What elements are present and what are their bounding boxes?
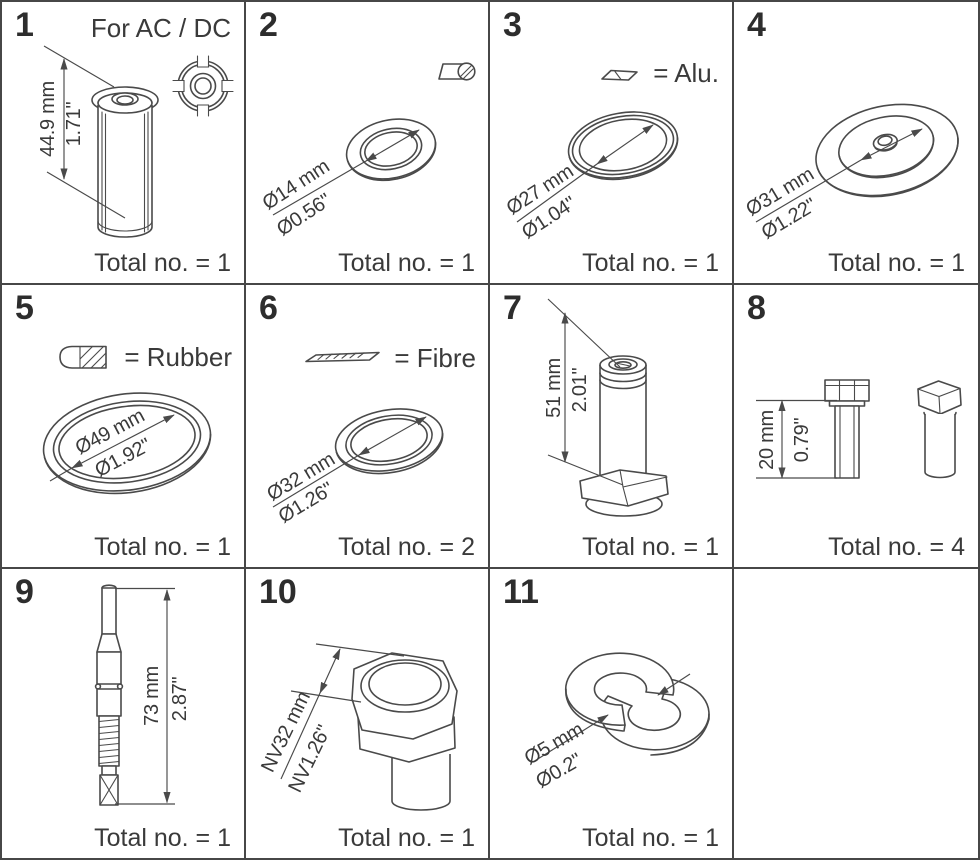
dimension-lines bbox=[115, 587, 175, 805]
dimension-lines bbox=[547, 299, 624, 486]
panel-7: 7 51 mm 2.01" Total no. = 1 bbox=[490, 285, 734, 569]
panel-number: 2 bbox=[259, 6, 278, 44]
dimension-lines bbox=[272, 129, 420, 216]
panel-number: 8 bbox=[747, 289, 766, 328]
total-count: Total no. = 1 bbox=[582, 532, 719, 561]
bolt-isometric-view bbox=[917, 380, 962, 479]
dimension-lines bbox=[756, 400, 837, 480]
panel-8: 8 20 mm 0.79" Total no. = 4 bbox=[734, 285, 978, 569]
total-count: Total no. = 1 bbox=[828, 249, 965, 278]
aluminium-gasket-section-icon bbox=[601, 69, 638, 81]
panel-9: 9 73 mm 2.87" Total no. = 1 bbox=[2, 568, 246, 858]
fibre-gasket-part bbox=[334, 408, 444, 475]
dimension-lines bbox=[272, 416, 427, 508]
split-washer-drawing bbox=[532, 652, 710, 763]
o-ring-drawing bbox=[42, 346, 212, 495]
total-count: Total no. = 1 bbox=[94, 249, 231, 278]
dimension-label-inch: 1.71" bbox=[63, 101, 85, 147]
total-count: Total no. = 1 bbox=[94, 532, 231, 561]
panel-2: 2 Ø14 mm Ø0.56" Total no. = 1 bbox=[246, 2, 490, 286]
panel-number: 5 bbox=[15, 289, 34, 328]
dimension-lines bbox=[49, 414, 175, 482]
dimension-label-inch: 2.87" bbox=[169, 676, 191, 722]
dimension-label-inch: 0.79" bbox=[791, 418, 813, 463]
dimension-label-mm: 73 mm bbox=[141, 666, 163, 726]
bolts-drawing bbox=[756, 379, 962, 480]
total-count: Total no. = 1 bbox=[338, 824, 475, 852]
split-washer-part bbox=[564, 652, 710, 756]
total-count: Total no. = 4 bbox=[828, 532, 965, 561]
dimension-lines bbox=[516, 124, 654, 223]
panel-1: 1 For AC / DC 44.9 mm 1.71" Total no. = … bbox=[2, 2, 246, 286]
stud-part bbox=[579, 355, 669, 518]
total-count: Total no. = 2 bbox=[338, 532, 475, 561]
dimension-label-mm: 20 mm bbox=[756, 410, 778, 471]
fibre-gasket-section-icon bbox=[305, 352, 380, 363]
dimension-lines bbox=[755, 128, 923, 223]
bolt-front-view bbox=[824, 379, 870, 480]
panel-header: For AC / DC bbox=[90, 13, 231, 43]
armature-tube-side-view bbox=[91, 86, 159, 238]
diaphragm-drawing bbox=[755, 103, 959, 223]
panel-number: 6 bbox=[259, 289, 278, 328]
dimension-lines bbox=[280, 643, 405, 780]
panel-number: 10 bbox=[259, 572, 297, 611]
hex-plug-drawing bbox=[280, 643, 458, 811]
armature-stud-drawing bbox=[547, 299, 669, 518]
total-count: Total no. = 1 bbox=[338, 249, 475, 278]
panel-4: 4 Ø31 mm Ø1.22" Total no. = 1 bbox=[734, 2, 978, 286]
panel-6: 6 = Fibre Ø32 mm Ø1.26" Total no. = 2 bbox=[246, 285, 490, 569]
panel-5: 5 = Rubber Ø49 mm Ø1.92" Total no. = 1 bbox=[2, 285, 246, 569]
panel-number: 4 bbox=[747, 6, 766, 44]
panel-11: 11 Ø5 mm Ø0.2" Total no. = 1 bbox=[490, 568, 734, 858]
valve-pin-drawing bbox=[94, 584, 175, 806]
washer-drawing bbox=[272, 62, 476, 216]
total-count: Total no. = 1 bbox=[94, 824, 231, 852]
panel-header: = Alu. bbox=[653, 58, 719, 88]
diaphragm-part bbox=[815, 103, 959, 198]
panel-header: = Fibre bbox=[394, 343, 476, 374]
panel-number: 3 bbox=[503, 6, 522, 44]
panel-12-empty bbox=[734, 568, 978, 858]
panel-number: 9 bbox=[15, 572, 34, 611]
dimension-label-mm: 44.9 mm bbox=[37, 81, 59, 157]
alu-gasket-drawing bbox=[516, 69, 679, 223]
panel-header: = Rubber bbox=[124, 342, 232, 373]
dimension-label-inch: 2.01" bbox=[569, 368, 591, 413]
panel-3: 3 = Alu. Ø27 mm Ø1.04" Total no. = 1 bbox=[490, 2, 734, 286]
panel-10: 10 NV32 mm NV1.26" Total no. = 1 bbox=[246, 568, 490, 858]
armature-assembly-drawing bbox=[43, 45, 234, 238]
armature-top-view-icon bbox=[172, 55, 234, 117]
panel-number: 11 bbox=[503, 572, 539, 611]
total-count: Total no. = 1 bbox=[582, 824, 719, 852]
washer-cross-section-icon bbox=[438, 62, 476, 81]
hex-plug-part bbox=[351, 652, 458, 811]
total-count: Total no. = 1 bbox=[582, 249, 719, 278]
pin-part bbox=[94, 584, 124, 806]
washer-part bbox=[345, 118, 437, 182]
dimension-lines bbox=[43, 45, 126, 219]
rubber-cross-section-icon bbox=[59, 346, 107, 370]
panel-number: 1 bbox=[15, 6, 34, 44]
dimension-label-mm: 51 mm bbox=[543, 358, 565, 419]
panel-number: 7 bbox=[503, 289, 522, 328]
fibre-gasket-drawing bbox=[272, 352, 444, 508]
dimension-lines bbox=[532, 673, 691, 763]
